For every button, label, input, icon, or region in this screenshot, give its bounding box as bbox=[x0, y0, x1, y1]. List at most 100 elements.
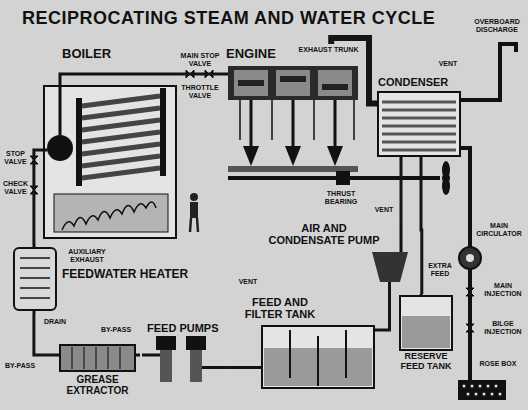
heater-illustration bbox=[14, 248, 56, 310]
part-label: CHECK VALVE bbox=[2, 180, 29, 195]
sea-water-piping bbox=[466, 324, 474, 332]
part-label-wrap: MAIN STOP VALVE bbox=[178, 52, 222, 67]
man-figure bbox=[190, 193, 198, 232]
boiler-box: BOILER bbox=[40, 44, 178, 238]
part-label: VENT bbox=[436, 60, 460, 68]
air-pump-illustration bbox=[372, 252, 408, 282]
part-label-wrap: STOP VALVE bbox=[2, 150, 29, 165]
part-label-wrap: ROSE BOX bbox=[476, 360, 520, 368]
feed-pump-illustration bbox=[160, 350, 172, 382]
sea-water-piping bbox=[466, 254, 474, 262]
sea-water-piping bbox=[499, 393, 502, 396]
part-label: AUXILIARY EXHAUST bbox=[62, 248, 112, 263]
sea-water-piping bbox=[463, 385, 466, 388]
feed-tank-illustration bbox=[262, 326, 374, 388]
component-label: FEEDWATER HEATER bbox=[62, 268, 188, 281]
feed-pump-illustration bbox=[156, 336, 176, 350]
air-pump-box: AIR AND CONDENSATE PUMP bbox=[262, 222, 412, 284]
part-label: THROTTLE VALVE bbox=[180, 84, 220, 99]
boiler-illustration bbox=[62, 202, 156, 230]
engine-illustration bbox=[222, 73, 228, 76]
sea-water-piping bbox=[460, 148, 470, 247]
feed-pumps-box: FEED PUMPS bbox=[144, 318, 222, 388]
part-label: VENT bbox=[236, 278, 260, 286]
condenser-box: CONDENSER bbox=[374, 72, 464, 162]
part-label: DRAIN bbox=[40, 318, 70, 326]
component-label: FEED AND FILTER TANK bbox=[232, 296, 328, 320]
part-label-wrap: CHECK VALVE bbox=[2, 180, 29, 195]
engine-illustration bbox=[322, 84, 348, 90]
pipe-connector bbox=[420, 162, 424, 294]
grease-extractor-illustration bbox=[55, 345, 140, 371]
part-label: EXHAUST TRUNK bbox=[295, 46, 362, 54]
air-pump-illustration bbox=[372, 222, 408, 284]
engine-illustration bbox=[276, 70, 310, 96]
sea-water-piping bbox=[491, 393, 494, 396]
grease-extractor-illustration bbox=[72, 347, 120, 369]
component-label: CONDENSER bbox=[378, 76, 448, 88]
reserve-tank-box: RESERVE FEED TANK bbox=[396, 294, 458, 384]
title-wrap: RECIPROCATING STEAM AND WATER CYCLE bbox=[22, 8, 435, 29]
component-label: BOILER bbox=[62, 47, 111, 61]
pipe-connector bbox=[222, 366, 230, 369]
part-label: MAIN STOP VALVE bbox=[178, 52, 222, 67]
engine-illustration bbox=[280, 76, 306, 82]
engine-illustration bbox=[240, 100, 354, 140]
part-label: OVERBOARD DISCHARGE bbox=[472, 18, 522, 33]
title: RECIPROCATING STEAM AND WATER CYCLE bbox=[22, 8, 435, 29]
feed-pump-illustration bbox=[186, 336, 206, 350]
heater-illustration bbox=[20, 258, 50, 298]
part-label: EXTRA FEED bbox=[426, 262, 454, 277]
sea-water-piping bbox=[487, 385, 490, 388]
sea-water-piping bbox=[466, 288, 474, 296]
reserve-tank-illustration bbox=[400, 294, 452, 350]
boiler-illustration bbox=[40, 70, 213, 238]
boiler-illustration bbox=[60, 74, 178, 135]
part-label: BY-PASS bbox=[2, 362, 38, 370]
grease-extractor-box: GREASE EXTRACTOR bbox=[55, 340, 142, 400]
feed-tank-box: FEED AND FILTER TANK bbox=[230, 294, 378, 392]
boiler-illustration bbox=[76, 98, 82, 186]
part-label-wrap: VENT bbox=[372, 206, 396, 214]
feed-pump-illustration bbox=[144, 355, 222, 368]
condenser-illustration bbox=[374, 92, 460, 162]
sea-water-piping bbox=[460, 44, 516, 100]
boiler-illustration bbox=[82, 96, 160, 178]
feed-pump-illustration bbox=[190, 350, 202, 382]
part-label-wrap: OVERBOARD DISCHARGE bbox=[472, 18, 522, 33]
part-label-wrap: THRUST BEARING bbox=[318, 190, 364, 205]
part-label-wrap: DRAIN bbox=[40, 318, 70, 326]
component-label: FEED PUMPS bbox=[147, 322, 219, 334]
sea-water-piping bbox=[459, 247, 481, 269]
part-label-wrap: AUXILIARY EXHAUST bbox=[62, 248, 112, 263]
part-label-wrap: THROTTLE VALVE bbox=[180, 84, 220, 99]
sea-water-piping bbox=[495, 385, 498, 388]
part-label: STOP VALVE bbox=[2, 150, 29, 165]
boiler-illustration bbox=[160, 88, 166, 176]
man-figure bbox=[190, 193, 198, 201]
component-label: GREASE EXTRACTOR bbox=[55, 374, 140, 396]
engine-illustration bbox=[228, 66, 358, 100]
feed-pump-illustration bbox=[144, 336, 222, 382]
part-label-wrap: EXTRA FEED bbox=[426, 262, 454, 277]
boiler-illustration bbox=[40, 149, 47, 152]
condenser-illustration bbox=[382, 102, 456, 150]
part-label: MAIN CIRCULATOR bbox=[474, 222, 524, 237]
part-label-wrap: EXHAUST TRUNK bbox=[295, 46, 362, 54]
component-label: AIR AND CONDENSATE PUMP bbox=[264, 222, 384, 246]
sea-water-piping bbox=[475, 393, 478, 396]
feed-tank-illustration bbox=[230, 326, 378, 388]
pipe-connector bbox=[400, 162, 403, 222]
feed-tank-illustration bbox=[290, 330, 346, 386]
condenser-illustration bbox=[378, 92, 460, 156]
grease-extractor-illustration bbox=[60, 345, 135, 371]
reserve-tank-illustration bbox=[400, 296, 452, 350]
component-label: ENGINE bbox=[226, 47, 276, 61]
engine-illustration bbox=[238, 80, 264, 86]
boiler-illustration bbox=[54, 194, 168, 232]
component-label: RESERVE FEED TANK bbox=[396, 352, 456, 372]
part-label-wrap: BY-PASS bbox=[2, 362, 38, 370]
engine-illustration bbox=[251, 100, 335, 148]
part-label-wrap: MAIN INJECTION bbox=[482, 282, 524, 297]
engine-illustration bbox=[442, 174, 450, 182]
